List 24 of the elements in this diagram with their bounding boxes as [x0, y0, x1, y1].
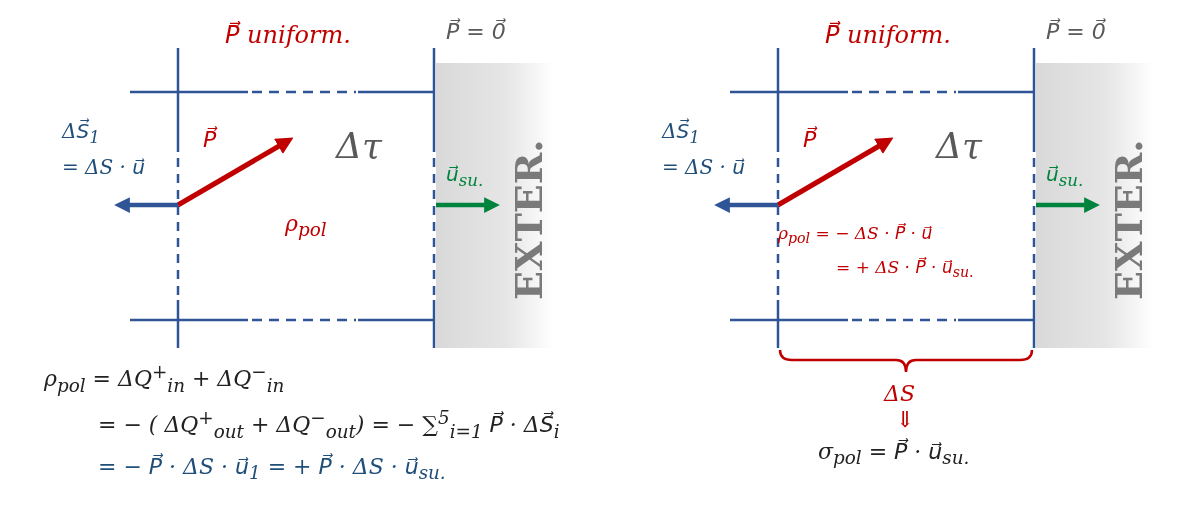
formula-text: = − ( ΔQ$^{+}$$_{out}$ + ΔQ$^{−}$$_{out}$) = − ∑$^{5}$$_{i=1}$ P⃗ · ΔS⃗$_{i}$	[98, 408, 560, 442]
surface-label: ΔS	[884, 382, 915, 407]
exterior-label: EXTER.	[508, 139, 550, 300]
formula-text: = − P⃗ · ΔS · u⃗$_{1}$ = + P⃗ · ΔS · u⃗$_{su.}$	[98, 455, 446, 484]
charge-density-label: ρ$_{pol}$	[285, 212, 327, 241]
volume-label: Δτ	[936, 126, 982, 166]
formula-text: = + ΔS · P⃗ · u⃗$_{su.}$	[836, 258, 974, 281]
vector-label: u⃗$_{su.}$	[446, 163, 484, 191]
vector-label: P⃗ uniform.	[225, 22, 351, 49]
vector-label: P⃗	[803, 128, 817, 153]
vector-label: ΔS⃗$_{1}$	[662, 120, 700, 148]
implies-symbol: ⇓	[896, 408, 915, 433]
vector-label: P⃗	[203, 128, 217, 153]
vector-label: P⃗ uniform.	[825, 22, 951, 49]
vector-label: ΔS⃗$_{1}$	[62, 120, 100, 148]
exterior-label: EXTER.	[1108, 139, 1150, 300]
vector-label: P⃗ = 0⃗	[446, 20, 506, 45]
formula-text: σ$_{pol}$ = P⃗ · u⃗$_{su.}$	[818, 440, 970, 469]
formula-text: = ΔS · u⃗	[662, 156, 745, 178]
vector-label: u⃗$_{su.}$	[1046, 163, 1084, 191]
formula-text: ρ$_{pol}$ = − ΔS · P⃗ · u⃗	[778, 224, 933, 247]
formula-text: = ΔS · u⃗	[62, 156, 145, 178]
volume-label: Δτ	[336, 126, 382, 166]
vector-label: P⃗ = 0⃗	[1046, 20, 1106, 45]
